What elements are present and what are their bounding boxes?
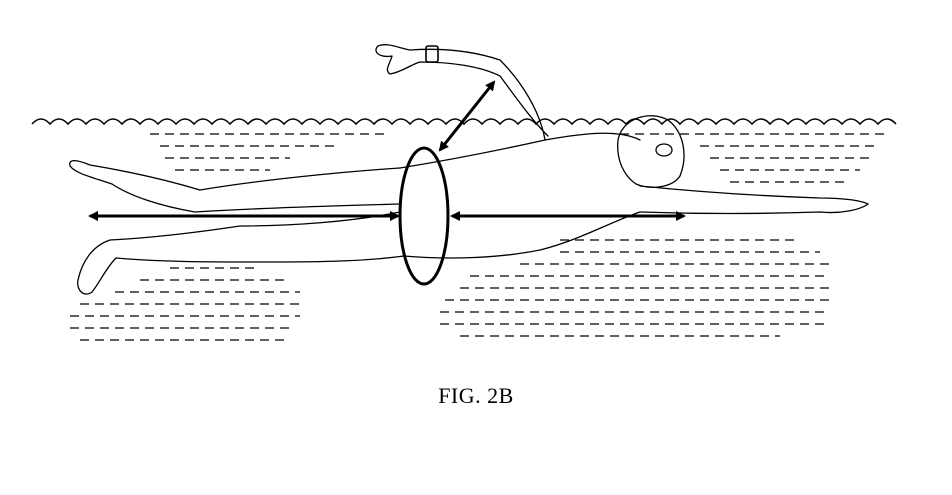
swimmer-extended-arm <box>639 185 869 215</box>
wrist-device-icon <box>425 45 439 63</box>
torso-rotation-ellipse <box>398 146 450 286</box>
goggles <box>655 143 673 157</box>
swimmer-lower-leg <box>77 211 405 295</box>
annotations <box>88 80 686 286</box>
wrist-direction-arrow <box>438 80 496 152</box>
water-dashes <box>70 133 890 341</box>
swimmer-figure <box>69 44 869 295</box>
swimmer-upper-leg <box>69 159 401 213</box>
swimmer-head <box>617 115 685 188</box>
swimmer-recovery-arm <box>375 44 549 141</box>
swimmer-torso <box>399 132 641 169</box>
figure-caption: FIG. 2B <box>438 383 514 408</box>
